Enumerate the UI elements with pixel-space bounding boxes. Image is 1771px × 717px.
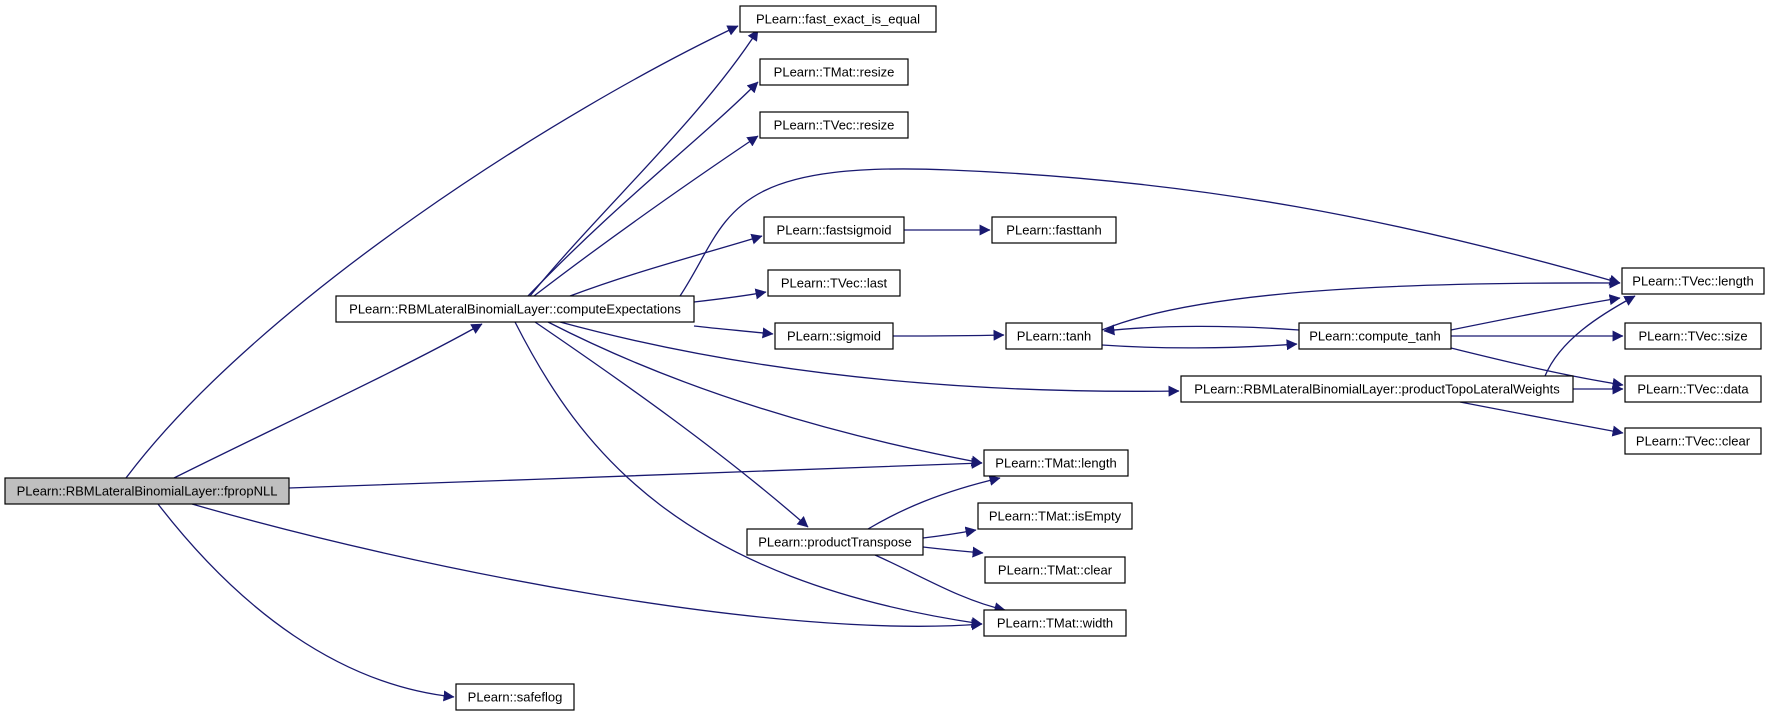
edge-fpropNLL-to-tmat_length bbox=[288, 457, 983, 489]
node-box[interactable] bbox=[4, 477, 290, 505]
edge-computeExpectations-to-tvec_last bbox=[693, 288, 767, 303]
edge-compute_tanh-to-tanh bbox=[1103, 324, 1300, 336]
node-tmat_width[interactable]: PLearn::TMat::width bbox=[983, 609, 1127, 637]
node-label: PLearn::TVec::last bbox=[781, 276, 888, 291]
node-computeExpectations[interactable]: PLearn::RBMLateralBinomialLayer::compute… bbox=[335, 295, 695, 323]
edge-fpropNLL-to-tmat_width bbox=[191, 503, 983, 631]
node-box[interactable] bbox=[1624, 322, 1762, 350]
node-tvec_last[interactable]: PLearn::TVec::last bbox=[767, 269, 901, 297]
edge-productTranspose-to-tmat_clear bbox=[922, 546, 984, 558]
node-compute_tanh[interactable]: PLearn::compute_tanh bbox=[1298, 322, 1452, 350]
node-tmat_length[interactable]: PLearn::TMat::length bbox=[983, 449, 1129, 477]
node-productTopoLateralWeights[interactable]: PLearn::RBMLateralBinomialLayer::product… bbox=[1180, 375, 1574, 403]
node-sigmoid[interactable]: PLearn::sigmoid bbox=[774, 322, 894, 350]
edge-computeExpectations-to-productTopoLateralWeights bbox=[559, 321, 1180, 397]
node-fpropNLL[interactable]: PLearn::RBMLateralBinomialLayer::fpropNL… bbox=[4, 477, 290, 505]
node-label: PLearn::TVec::length bbox=[1632, 274, 1753, 289]
node-label: PLearn::productTranspose bbox=[758, 535, 911, 550]
node-tvec_data[interactable]: PLearn::TVec::data bbox=[1624, 375, 1762, 403]
edge-productTranspose-to-tmat_length bbox=[867, 475, 1001, 530]
node-box[interactable] bbox=[455, 683, 575, 711]
node-box[interactable] bbox=[983, 609, 1127, 637]
node-box[interactable] bbox=[759, 111, 909, 139]
node-fasttanh[interactable]: PLearn::fasttanh bbox=[991, 216, 1117, 244]
edge-computeExpectations-to-productTranspose bbox=[534, 321, 809, 528]
edge-computeExpectations-to-tmat_width bbox=[514, 321, 983, 628]
node-productTranspose[interactable]: PLearn::productTranspose bbox=[746, 528, 924, 556]
edge-computeExpectations-to-tmat_resize bbox=[527, 81, 759, 297]
edge-productTranspose-to-tmat_isEmpty bbox=[922, 526, 977, 539]
node-fast_exact_is_equal[interactable]: PLearn::fast_exact_is_equal bbox=[739, 5, 937, 33]
edge-sigmoid-to-tanh bbox=[892, 329, 1005, 341]
node-box[interactable] bbox=[746, 528, 924, 556]
edge-tanh-to-tvec_length bbox=[1101, 277, 1621, 331]
edge-computeExpectations-to-sigmoid bbox=[693, 325, 774, 339]
node-box[interactable] bbox=[977, 502, 1133, 530]
edge-computeExpectations-to-tvec_length bbox=[679, 168, 1621, 297]
edge-fpropNLL-to-computeExpectations bbox=[173, 323, 483, 479]
node-label: PLearn::compute_tanh bbox=[1309, 329, 1441, 344]
edge-computeExpectations-to-tmat_length bbox=[547, 321, 983, 467]
node-label: PLearn::fasttanh bbox=[1006, 223, 1101, 238]
node-box[interactable] bbox=[774, 322, 894, 350]
node-label: PLearn::RBMLateralBinomialLayer::compute… bbox=[349, 302, 681, 317]
edge-computeExpectations-to-fastsigmoid bbox=[569, 233, 763, 297]
node-tmat_isEmpty[interactable]: PLearn::TMat::isEmpty bbox=[977, 502, 1133, 530]
node-label: PLearn::TMat::width bbox=[997, 616, 1113, 631]
node-label: PLearn::fastsigmoid bbox=[777, 223, 892, 238]
node-box[interactable] bbox=[991, 216, 1117, 244]
node-box[interactable] bbox=[759, 58, 909, 86]
node-label: PLearn::TVec::data bbox=[1637, 382, 1749, 397]
edge-fpropNLL-to-fast_exact_is_equal bbox=[125, 25, 739, 479]
node-box[interactable] bbox=[335, 295, 695, 323]
node-box[interactable] bbox=[763, 216, 905, 244]
node-box[interactable] bbox=[1180, 375, 1574, 403]
edge-productTranspose-to-tmat_width bbox=[874, 554, 1006, 614]
node-box[interactable] bbox=[739, 5, 937, 33]
node-box[interactable] bbox=[1621, 267, 1765, 295]
node-label: PLearn::fast_exact_is_equal bbox=[756, 12, 920, 27]
edge-tanh-to-compute_tanh bbox=[1101, 339, 1298, 351]
edge-productTopoLateralWeights-to-tvec_length bbox=[1544, 295, 1636, 377]
nodes-layer: PLearn::RBMLateralBinomialLayer::fpropNL… bbox=[4, 5, 1765, 711]
edge-compute_tanh-to-tvec_data bbox=[1450, 347, 1624, 389]
node-safeflog[interactable]: PLearn::safeflog bbox=[455, 683, 575, 711]
node-label: PLearn::TMat::resize bbox=[774, 65, 895, 80]
node-tmat_clear[interactable]: PLearn::TMat::clear bbox=[984, 556, 1126, 584]
edge-productTopoLateralWeights-to-tvec_clear bbox=[1459, 401, 1624, 437]
node-fastsigmoid[interactable]: PLearn::fastsigmoid bbox=[763, 216, 905, 244]
node-label: PLearn::TVec::resize bbox=[774, 118, 895, 133]
edge-compute_tanh-to-tvec_length bbox=[1450, 294, 1621, 331]
node-tvec_length[interactable]: PLearn::TVec::length bbox=[1621, 267, 1765, 295]
edge-computeExpectations-to-tvec_resize bbox=[533, 135, 759, 297]
node-box[interactable] bbox=[1624, 375, 1762, 403]
node-box[interactable] bbox=[1005, 322, 1103, 350]
node-label: PLearn::TMat::length bbox=[995, 456, 1116, 471]
node-label: PLearn::tanh bbox=[1017, 329, 1091, 344]
node-label: PLearn::TVec::size bbox=[1638, 329, 1747, 344]
node-label: PLearn::TMat::isEmpty bbox=[989, 509, 1122, 524]
node-label: PLearn::sigmoid bbox=[787, 329, 881, 344]
node-box[interactable] bbox=[983, 449, 1129, 477]
node-label: PLearn::TMat::clear bbox=[998, 563, 1113, 578]
node-box[interactable] bbox=[1624, 427, 1762, 455]
node-tanh[interactable]: PLearn::tanh bbox=[1005, 322, 1103, 350]
node-label: PLearn::TVec::clear bbox=[1636, 434, 1751, 449]
edge-computeExpectations-to-fast_exact_is_equal bbox=[529, 29, 759, 297]
edge-fpropNLL-to-safeflog bbox=[157, 503, 455, 702]
node-tvec_resize[interactable]: PLearn::TVec::resize bbox=[759, 111, 909, 139]
node-box[interactable] bbox=[1298, 322, 1452, 350]
node-label: PLearn::RBMLateralBinomialLayer::product… bbox=[1194, 382, 1560, 397]
node-tvec_clear[interactable]: PLearn::TVec::clear bbox=[1624, 427, 1762, 455]
node-tvec_size[interactable]: PLearn::TVec::size bbox=[1624, 322, 1762, 350]
node-tmat_resize[interactable]: PLearn::TMat::resize bbox=[759, 58, 909, 86]
node-label: PLearn::safeflog bbox=[468, 690, 563, 705]
node-box[interactable] bbox=[767, 269, 901, 297]
edges-layer bbox=[125, 25, 1636, 702]
node-label: PLearn::RBMLateralBinomialLayer::fpropNL… bbox=[17, 484, 278, 499]
node-box[interactable] bbox=[984, 556, 1126, 584]
